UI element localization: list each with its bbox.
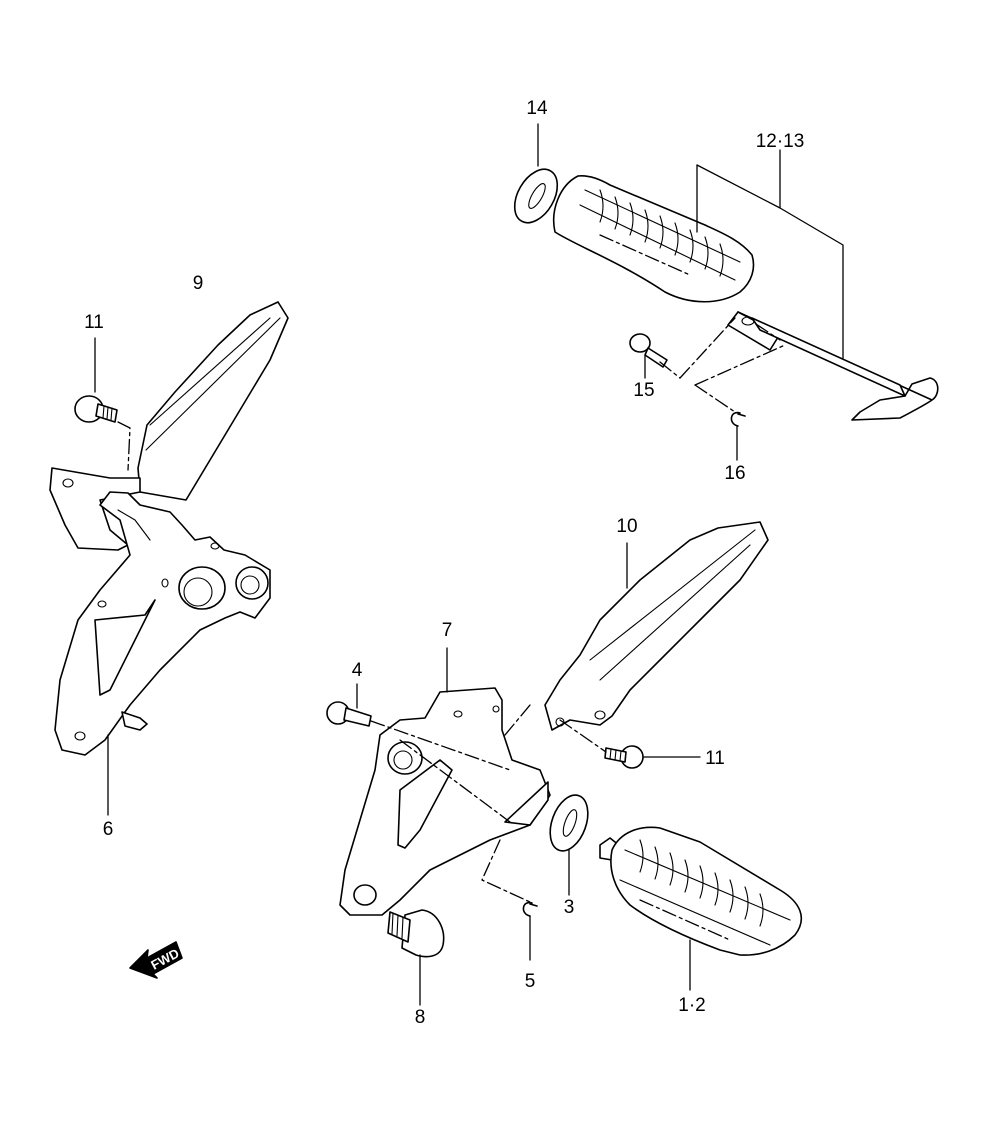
bolt-part-11-left[interactable] [74,395,118,423]
callout-5: 5 [525,971,536,992]
callout-6: 6 [103,819,114,840]
fwd-label: FWD [148,945,181,972]
bolt-part-4[interactable] [326,701,372,727]
front-footpeg-part-1-2[interactable] [599,826,803,956]
callout-7: 7 [442,620,453,641]
callout-15: 15 [633,380,654,401]
callout-11-left: 11 [84,312,104,333]
fwd-arrow-icon: FWD [129,941,183,979]
washer-part-14[interactable] [506,162,566,230]
bracket-part-7[interactable] [339,687,551,916]
callout-9: 9 [193,273,204,294]
callout-3: 3 [564,897,575,918]
callout-12-13: 12·13 [756,131,805,152]
rear-footrest-bar[interactable] [727,311,939,421]
rear-footpeg-part-12-13[interactable] [553,175,755,303]
callout-11-right: 11 [705,748,725,769]
heel-guard-part-9[interactable] [49,301,289,551]
callout-10: 10 [616,516,637,537]
clip-part-16[interactable] [730,411,746,427]
callout-4: 4 [352,660,363,681]
callout-16: 16 [724,463,745,484]
right-bracket-group [326,521,803,1006]
bolt-part-15[interactable] [629,333,668,368]
left-bracket-group [49,301,289,816]
bolt-part-8[interactable] [387,909,445,958]
callout-8: 8 [415,1007,426,1028]
heel-guard-part-10[interactable] [544,521,769,731]
clip-part-5[interactable] [522,901,538,917]
callout-14: 14 [526,98,548,119]
bolt-part-11-right[interactable] [604,745,644,769]
bracket-part-6[interactable] [54,491,271,756]
washer-part-3[interactable] [543,790,595,856]
callout-1-2: 1·2 [678,995,705,1016]
rear-footrest-group [506,123,939,461]
